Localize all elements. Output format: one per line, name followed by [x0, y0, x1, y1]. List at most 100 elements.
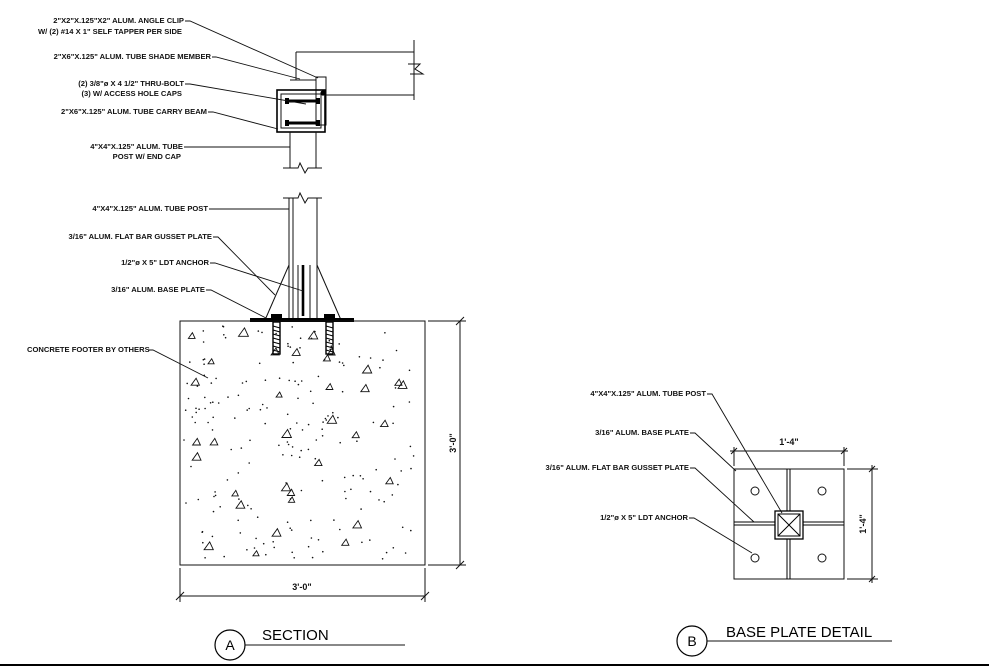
concrete-aggregate: [281, 428, 293, 438]
concrete-aggregate: [252, 549, 260, 557]
concrete-dot: [291, 551, 294, 554]
concrete-dot: [195, 407, 197, 410]
concrete-dot: [247, 504, 249, 507]
concrete-dot: [246, 549, 248, 551]
concrete-dot: [339, 441, 342, 444]
concrete-aggregate: [235, 499, 246, 509]
concrete-dot: [278, 377, 281, 380]
concrete-dot: [338, 361, 341, 363]
concrete-aggregate: [379, 419, 389, 428]
leaders-a: [148, 20, 319, 379]
anchor-right: [324, 314, 335, 355]
concrete-aggregate: [325, 382, 334, 390]
concrete-dot: [246, 409, 248, 411]
concrete-dot: [223, 334, 225, 336]
concrete-dot: [350, 488, 352, 491]
concrete-dot: [298, 456, 301, 459]
concrete-dot: [394, 387, 397, 389]
concrete-dot: [301, 429, 304, 431]
concrete-dot: [311, 556, 314, 559]
concrete-dot: [185, 502, 187, 504]
concrete-dot: [310, 519, 312, 522]
concrete-dot: [401, 526, 404, 529]
title-b: B BASE PLATE DETAIL: [676, 624, 892, 657]
concrete-dot: [184, 409, 187, 412]
concrete-dot: [189, 361, 191, 363]
concrete-aggregate: [280, 482, 292, 492]
concrete-dot: [322, 421, 324, 423]
concrete-dot: [287, 342, 289, 345]
concrete-dot: [186, 382, 188, 385]
label-thru-bolt-1: (2) 3/8"ø X 4 1/2" THRU-BOLT: [78, 79, 184, 88]
concrete-dot: [230, 448, 232, 451]
concrete-aggregate: [326, 414, 338, 424]
concrete-dot: [397, 483, 399, 486]
concrete-aggregate: [209, 437, 219, 446]
concrete-dot: [327, 415, 329, 417]
label-post-top-1: 4"X4"X.125" ALUM. TUBE: [90, 142, 183, 151]
concrete-dot: [314, 457, 317, 460]
concrete-dot: [341, 390, 344, 393]
concrete-dot: [212, 401, 214, 404]
concrete-aggregate: [326, 347, 336, 356]
concrete-aggregate: [270, 347, 280, 356]
concrete-dot: [404, 552, 407, 554]
concrete-dot: [237, 519, 239, 522]
concrete-dot: [359, 475, 362, 477]
dim-width-a-text: 3'-0": [292, 582, 311, 592]
anchor-left: [271, 314, 282, 355]
concrete-dot: [289, 428, 292, 430]
concrete-dot: [262, 542, 265, 545]
concrete-dot: [197, 498, 200, 501]
concrete-dot: [213, 495, 215, 498]
concrete-dot: [187, 397, 190, 400]
concrete-dot: [309, 390, 312, 393]
dimension-width-b: 1'-4": [730, 437, 848, 466]
concrete-aggregate: [203, 541, 215, 551]
concrete-dot: [400, 470, 403, 472]
concrete-aggregate: [397, 379, 408, 389]
concrete-dot: [383, 500, 386, 503]
concrete-dot: [328, 339, 331, 342]
concrete-dot: [202, 330, 205, 332]
concrete-dot: [287, 345, 289, 348]
label-footer: CONCRETE FOOTER BY OTHERS: [27, 345, 150, 354]
concrete-dot: [226, 479, 229, 481]
dimension-height-b: 1'-4": [847, 465, 878, 583]
concrete-aggregate: [307, 330, 319, 340]
dim-height-a-text: 3'-0": [448, 433, 458, 452]
dimension-width-a: 3'-0": [175, 568, 430, 602]
concrete-dot: [234, 417, 236, 419]
concrete-dot: [212, 510, 215, 513]
concrete-dot: [222, 325, 225, 328]
concrete-dot: [287, 443, 290, 446]
concrete-dot: [339, 528, 341, 531]
label-b-base-plate: 3/16" ALUM. BASE PLATE: [595, 428, 689, 437]
concrete-dot: [299, 337, 302, 340]
title-b-text: BASE PLATE DETAIL: [726, 624, 872, 641]
concrete-dot: [249, 439, 251, 442]
concrete-dot: [227, 396, 229, 398]
concrete-dot: [194, 421, 196, 424]
bubble-a-text: A: [225, 637, 235, 653]
concrete-dot: [379, 366, 381, 369]
concrete-dot: [261, 403, 264, 406]
concrete-aggregate: [291, 347, 301, 356]
labels-b: 4"X4"X.125" ALUM. TUBE POST 3/16" ALUM. …: [545, 389, 706, 522]
concrete-dot: [253, 547, 256, 549]
concrete-dot: [286, 521, 289, 523]
label-b-post: 4"X4"X.125" ALUM. TUBE POST: [590, 389, 706, 398]
concrete-dot: [408, 369, 411, 372]
concrete-dot: [290, 529, 293, 531]
concrete-dot: [238, 498, 240, 500]
label-carry-beam: 2"X6"X.125" ALUM. TUBE CARRY BEAM: [61, 107, 207, 116]
concrete-dot: [307, 545, 310, 548]
concrete-dot: [202, 541, 204, 544]
concrete-dot: [190, 465, 192, 468]
concrete-dot: [408, 401, 411, 403]
concrete-dot: [410, 467, 412, 470]
anchor-hole: [750, 486, 760, 496]
concrete-dot: [290, 454, 293, 457]
concrete-dot: [210, 382, 213, 384]
